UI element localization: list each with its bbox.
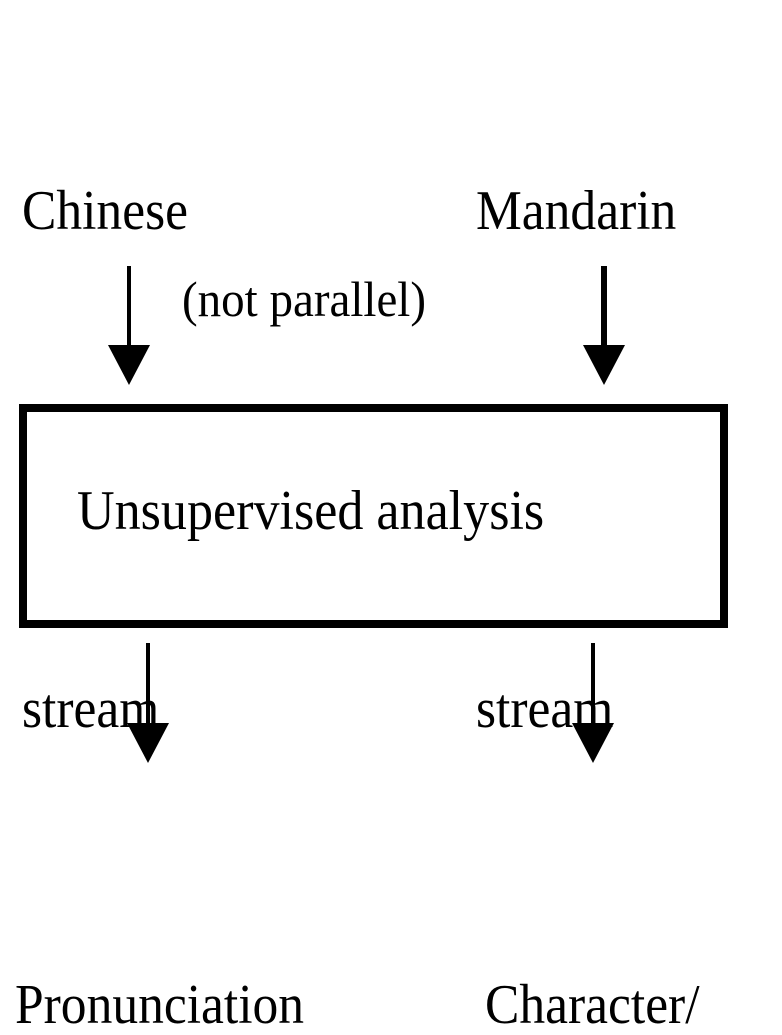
output-label-line: Character/: [485, 974, 700, 1035]
arrow-shaft: [127, 266, 131, 346]
process-box-unsupervised-analysis: Unsupervised analysis: [19, 404, 728, 628]
arrow-shaft: [601, 266, 607, 346]
input-label-line: Mandarin: [476, 180, 677, 242]
arrow-head-icon: [108, 345, 150, 385]
arrow-analysis-to-pronunciation: [127, 643, 169, 763]
output-label-character-syllable-map-table: Character/ syllable map table: [485, 798, 700, 1035]
arrow-syllable-stream-to-analysis: [583, 266, 625, 385]
arrow-shaft: [146, 643, 150, 723]
process-box-label: Unsupervised analysis: [77, 480, 545, 542]
arrow-shaft: [591, 643, 595, 723]
input-label-line: Chinese: [22, 180, 188, 242]
arrow-head-icon: [572, 723, 614, 763]
arrow-analysis-to-map-table: [572, 643, 614, 763]
arrow-head-icon: [127, 723, 169, 763]
output-label-line: Pronunciation: [15, 974, 305, 1035]
annotation-not-parallel: (not parallel): [182, 271, 427, 327]
arrow-character-stream-to-analysis: [108, 266, 150, 385]
arrow-head-icon: [583, 345, 625, 385]
output-label-pronunciation-of-character-stream: Pronunciation of character stream above: [15, 798, 304, 1035]
input-label-line: stream: [22, 678, 160, 740]
